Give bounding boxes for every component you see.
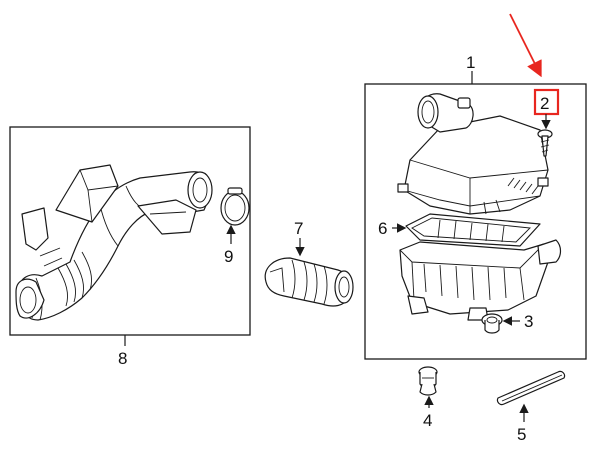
hose-clamp	[220, 187, 250, 226]
air-cleaner-upper-housing	[397, 93, 549, 215]
red-pointer-arrow	[509, 13, 542, 78]
callout-5: 5	[517, 425, 526, 444]
callout-8: 8	[118, 349, 127, 368]
frame-duct-assembly	[9, 126, 251, 336]
callout-3: 3	[524, 312, 533, 331]
callout-1: 1	[466, 53, 475, 72]
air-cleaner-lower-housing	[399, 239, 562, 321]
screw	[537, 129, 553, 157]
seal-strip	[496, 370, 566, 406]
frame-air-cleaner-assembly	[364, 83, 587, 360]
callout-6: 6	[378, 219, 387, 238]
callout-7: 7	[294, 219, 303, 238]
mount-insulator	[418, 366, 438, 396]
grommet	[481, 313, 503, 334]
inlet-boot-hose	[264, 257, 354, 307]
intake-duct-hose	[15, 164, 213, 321]
callout-9: 9	[224, 247, 233, 266]
callout-2: 2	[540, 94, 549, 113]
filter-element	[405, 213, 541, 247]
callout-4: 4	[423, 411, 432, 430]
